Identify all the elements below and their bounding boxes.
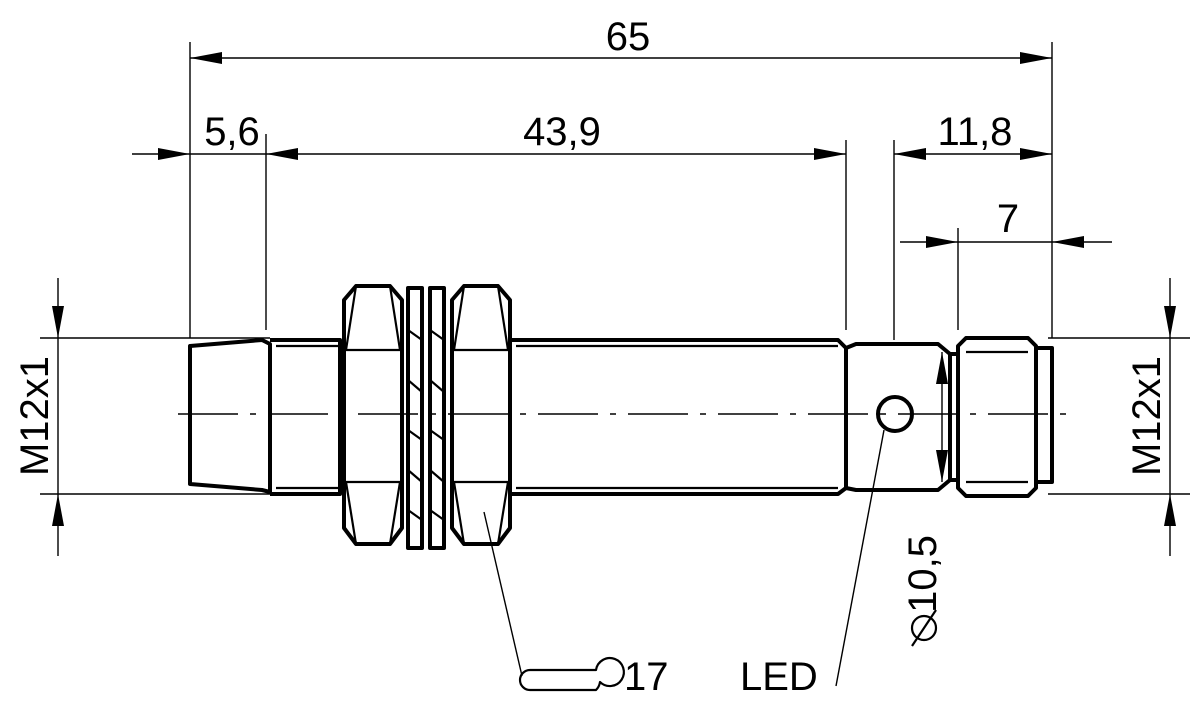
wrench-size-label: 17	[624, 655, 669, 699]
threaded-barrel-main	[510, 338, 848, 496]
sensor-body	[188, 284, 1054, 550]
wrench-callout: 17	[518, 655, 669, 699]
sensing-face	[188, 338, 272, 494]
dimension-overall-length: 65	[190, 15, 1052, 64]
dimension-label-7: 7	[997, 197, 1019, 241]
dimension-connector-length: 11,8	[894, 110, 1052, 160]
extension-lines	[40, 42, 1190, 495]
dimension-label-11-8: 11,8	[938, 110, 1013, 154]
dimension-front-and-thread: 5,6 43,9	[132, 110, 846, 160]
leader-lines	[483, 429, 885, 687]
led-callout-label: LED	[740, 655, 818, 699]
connector-m12	[956, 336, 1054, 498]
dimension-label-43-9: 43,9	[523, 110, 601, 154]
lock-washers	[406, 286, 446, 550]
thread-label-left: M12x1	[13, 356, 57, 476]
dimension-label-5-6: 5,6	[204, 110, 260, 154]
led-section	[845, 342, 952, 492]
thread-label-right: M12x1	[1125, 356, 1169, 476]
dimension-connector-thread: 7	[900, 197, 1112, 248]
led-indicator	[876, 395, 914, 433]
hex-nut-left	[342, 284, 404, 546]
diameter-icon	[910, 609, 938, 647]
hex-nut-right	[450, 284, 512, 546]
dimension-thread-left: M12x1	[13, 278, 64, 556]
dimension-diameter: 10,5	[901, 352, 948, 647]
dimension-thread-right: M12x1	[1125, 278, 1176, 556]
threaded-barrel-front	[270, 338, 342, 496]
dimension-label-65: 65	[606, 15, 651, 59]
wrench-icon	[518, 656, 625, 692]
diameter-label: 10,5	[901, 535, 945, 613]
